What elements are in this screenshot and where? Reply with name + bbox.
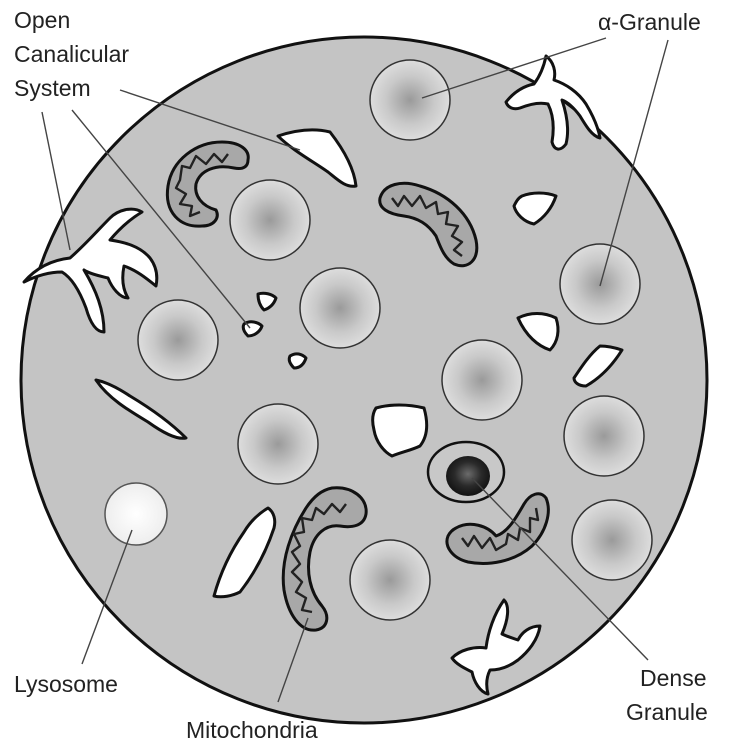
platelet-membrane — [21, 37, 707, 723]
label-alpha-granule: α-Granule — [598, 9, 701, 35]
alpha-granule — [564, 396, 644, 476]
alpha-granule — [572, 500, 652, 580]
label-lysosome: Lysosome — [14, 671, 118, 697]
alpha-granule — [138, 300, 218, 380]
dense-granule — [428, 442, 504, 502]
alpha-granule — [300, 268, 380, 348]
alpha-granule — [370, 60, 450, 140]
label-dense-granule-line2: Granule — [626, 699, 708, 725]
lysosome — [105, 483, 167, 545]
label-open-canalicular-line2: Canalicular — [14, 41, 129, 67]
alpha-granule — [238, 404, 318, 484]
label-mitochondria: Mitochondria — [186, 717, 318, 743]
label-dense-granule-line1: Dense — [640, 665, 706, 691]
alpha-granule — [230, 180, 310, 260]
alpha-granule — [350, 540, 430, 620]
alpha-granule — [442, 340, 522, 420]
label-open-canalicular-line3: System — [14, 75, 91, 101]
label-open-canalicular-line1: Open — [14, 7, 70, 33]
